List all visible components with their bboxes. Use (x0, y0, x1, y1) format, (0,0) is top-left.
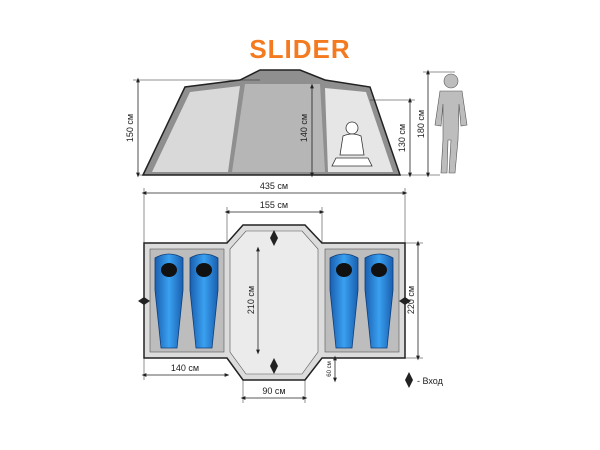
label-vestibule-width: 155 см (260, 200, 288, 210)
center-vestibule (229, 230, 319, 375)
sleeping-bag-icon (154, 253, 394, 349)
label-room-width: 140 см (171, 363, 199, 373)
person-standing-icon (434, 73, 468, 174)
label-door-depth: 60 см (327, 361, 333, 376)
top-dimension-lines (141, 188, 423, 403)
entrance-legend: - Вход (405, 372, 444, 388)
label-person-height: 180 см (416, 110, 426, 138)
label-door-width: 90 см (262, 386, 285, 396)
label-total-length: 435 см (260, 181, 288, 191)
product-title: SLIDER (249, 34, 351, 64)
sleeping-bag-hoods (161, 263, 387, 277)
side-dimension-lines (133, 69, 455, 178)
top-view (138, 224, 411, 381)
entrance-marker-icon (138, 230, 411, 374)
side-view (141, 69, 468, 176)
label-center-depth: 210 см (246, 286, 256, 314)
label-center-height: 140 см (299, 114, 309, 142)
label-side-height: 130 см (397, 124, 407, 152)
entrance-legend-label: - Вход (417, 376, 444, 386)
side-view-center-panel (232, 84, 325, 172)
label-total-width: 220 см (406, 286, 416, 314)
entrance-marker-icon (405, 372, 413, 388)
label-total-height: 150 см (125, 114, 135, 142)
side-view-left-panel (152, 86, 240, 172)
person-sitting-icon (331, 121, 373, 167)
